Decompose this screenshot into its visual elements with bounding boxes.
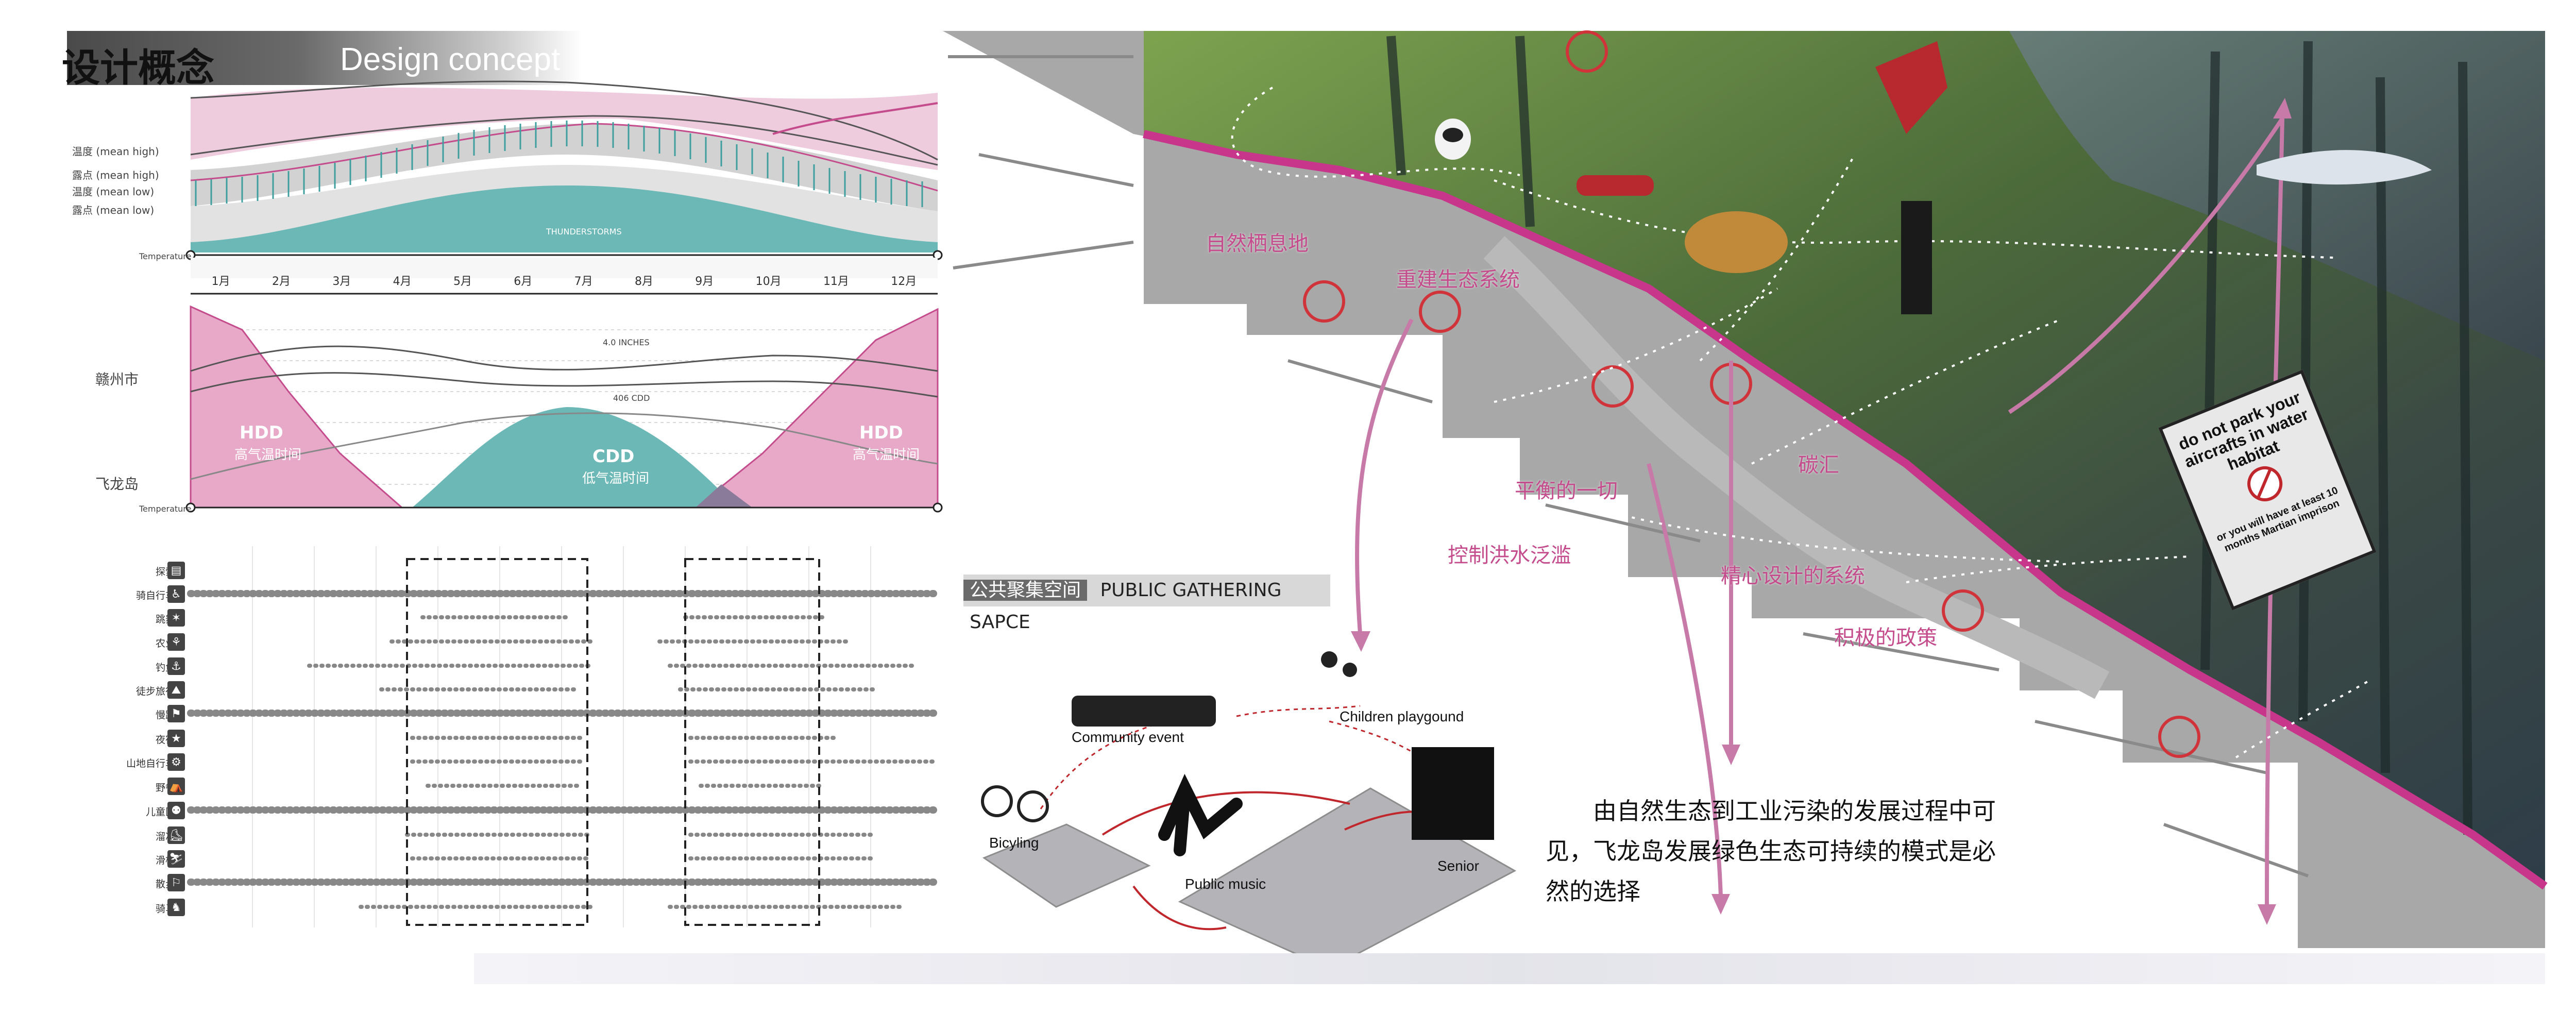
month-label: 10月 [755,275,782,288]
skateboard-icon: ⛷ [167,850,185,868]
person-icon [1901,201,1932,314]
map-label: 自然栖息地 [1206,232,1309,256]
gathering-label: Public music [1185,876,1266,892]
aircraft-icon [2257,150,2432,185]
activity-label: 骑自行车 [135,590,175,601]
gathering-diagram [981,651,1517,970]
gathering-label: Community event [1072,729,1184,745]
crowd-icon [1072,696,1216,727]
month-label: 4月 [393,275,412,288]
degree-chart [185,305,943,513]
gathering-label: Bicyling [989,835,1039,851]
bicycle-icon [981,785,1013,817]
axis-name: Temperature [139,504,192,514]
mountain-bike-icon: ⚙ [167,753,185,771]
month-label: 1月 [211,275,230,288]
cdd-label: CDD [592,446,635,467]
climate-chart [185,80,943,295]
row-label: 温度 (mean high) [72,145,159,158]
month-label: 5月 [453,275,472,288]
month-label: 6月 [514,275,533,288]
overlap-area [696,484,752,508]
month-label: 11月 [823,275,849,288]
gathering-title-cn: 公共聚集空间 [963,580,1088,601]
row-label: 温度 (mean low) [72,185,155,198]
no-parking-icon [2242,461,2288,507]
highlight-box-right [684,558,820,926]
climate-charts [185,80,943,927]
annotation-inches: 4.0 INCHES [603,337,650,347]
map-label: 积极的政策 [1834,626,1937,650]
side-label-feilong: 飞龙岛 [95,476,139,493]
activity-label: 山地自行车 [126,758,175,769]
horse-riding-icon: ♞ [167,899,185,916]
footer-strip [474,953,2545,984]
walking-icon: ⚐ [167,874,185,891]
gathering-title: 公共聚集空间 PUBLIC GATHERING SAPCE [963,575,1330,633]
boundary-line [1143,130,2548,890]
cdd-area [412,407,737,508]
children-area-icon: ⚉ [167,802,185,819]
map-label: 控制洪水泛滥 [1448,544,1571,567]
row-label: 露点 (mean low) [72,204,155,216]
explore-icon: ▤ [167,562,185,579]
month-label: 3月 [332,275,351,288]
picnic-icon: ⛺ [167,778,185,795]
map-label: 精心设计的系统 [1721,564,1865,588]
hdd-sub-right: 高气温时间 [853,447,920,463]
lion-icon [1685,211,1788,273]
child-icon [1321,651,1337,668]
gathering-label: Senior [1437,858,1479,874]
title-bar [67,31,582,85]
month-label: 7月 [574,275,593,288]
thunderstorm-label: THUNDERSTORMS [546,227,622,237]
page-title-cn: 设计概念 [62,46,214,90]
overnight-icon: ★ [167,730,185,747]
plaza-small [982,823,1151,908]
fishing-icon: ⚓ [167,657,185,675]
map-label: 碳汇 [1798,453,1839,477]
thunderstorm-area [191,185,938,252]
hdd-label-left: HDD [240,423,283,443]
month-label: 9月 [695,275,714,288]
gathering-title-en: PUBLIC GATHERING SAPCE [970,580,1282,633]
hiking-icon: ⛰ [167,681,185,699]
flying-person-icon [1875,41,1947,134]
activity-label: 徒步旅行 [135,686,175,697]
description-text: 由自然生态到工业污染的发展过程中可见，飞龙岛发展绿色生态可持续的模式是必然的选择 [1546,797,1996,905]
pink-band [191,88,938,170]
cdd-sub: 低气温时间 [582,471,650,486]
highlight-box-left [406,558,588,926]
map-label: 重建生态系统 [1396,268,1520,292]
map-label: 平衡的一切 [1515,479,1618,503]
page-title-en: Design concept [340,42,561,77]
hdd-label-right: HDD [859,423,903,443]
gray-band-upper [191,124,938,211]
gathering-label: Children playgound [1340,708,1464,724]
dancer-icon [1158,773,1243,856]
farming-icon: ⚘ [167,633,185,651]
hdd-sub-left: 高气温时间 [234,447,302,463]
axis-name: Temperature [139,251,192,261]
bicycle-icon: ♿ [167,585,185,603]
car-icon [1577,175,1654,196]
error-bars [195,121,923,207]
month-label: 2月 [272,275,291,288]
side-label-ganzhou: 赣州市 [95,371,139,388]
month-label: 12月 [891,275,917,288]
jogging-icon: ⚑ [167,705,185,722]
senior-group-icon [1412,747,1494,840]
river [1483,236,2110,699]
month-axis: 1月 2月 3月 4月 5月 6月 7月 8月 9月 10月 11月 12月 [191,272,938,289]
row-label: 露点 (mean high) [72,169,159,181]
month-label: 8月 [634,275,653,288]
activities-grid [187,546,941,927]
dance-icon: ✶ [167,609,185,627]
skating-icon: ⛸ [167,826,185,844]
annotation-cdd: 406 CDD [613,393,650,403]
